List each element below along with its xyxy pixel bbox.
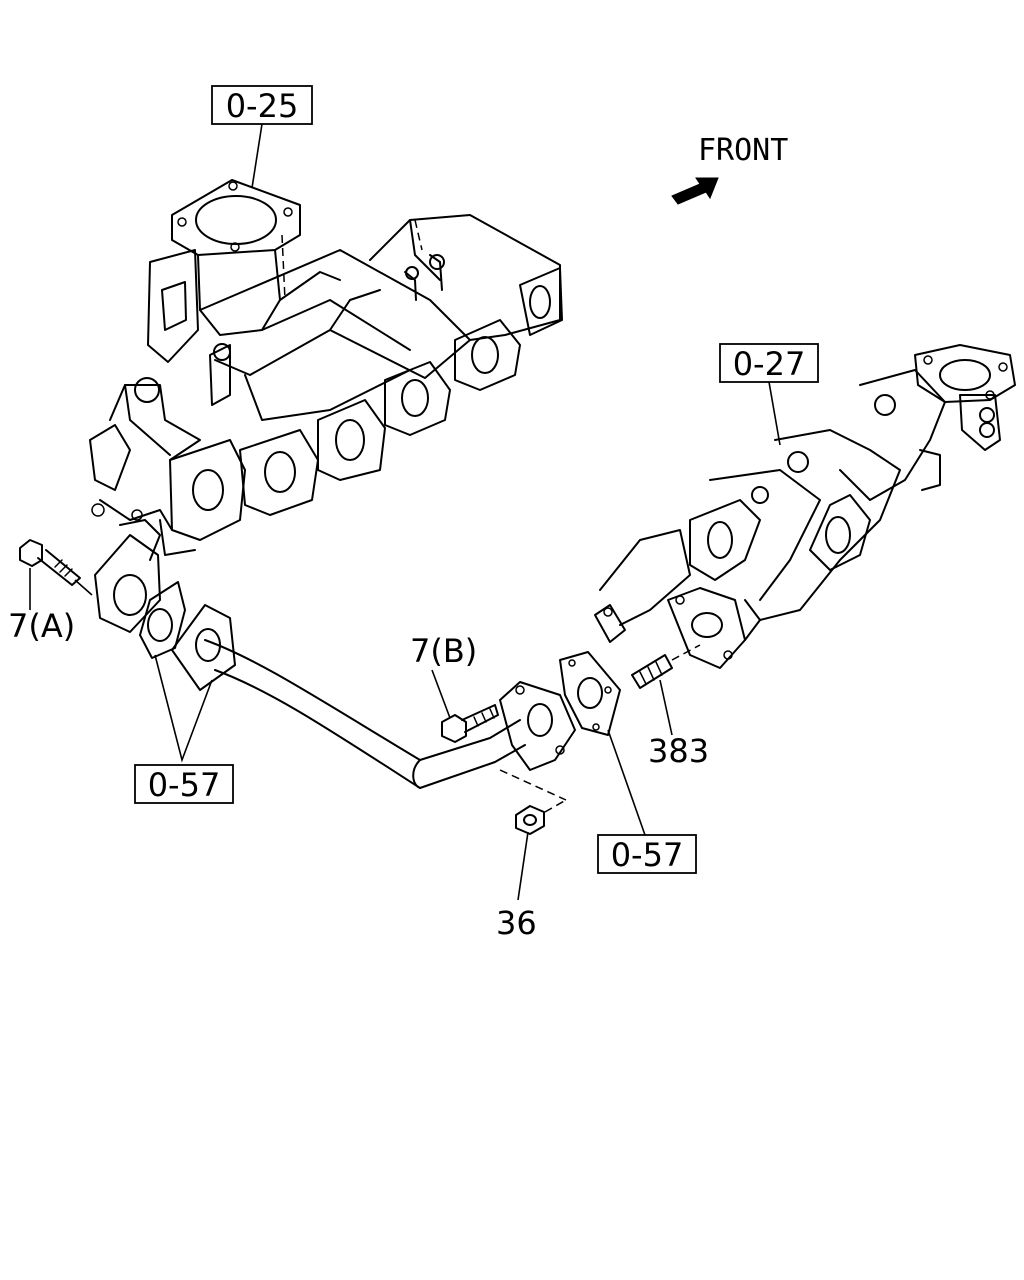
ref-box-intake <box>211 85 313 125</box>
ref-box-gasket-left <box>134 764 234 804</box>
ref-label-intake-manifold: 0-25 <box>226 87 299 125</box>
leader-stud-383 <box>659 679 673 736</box>
front-arrow-icon <box>671 177 719 205</box>
leader-bolt-7a <box>74 579 93 596</box>
gasket-left <box>139 581 186 659</box>
leader-bolt-7b <box>431 669 451 719</box>
stud-383 <box>631 644 701 689</box>
leader-gasket-left <box>154 654 213 763</box>
egr-flange <box>94 509 161 633</box>
bolt-7b <box>441 704 499 743</box>
label-bolt-7b: 7(B) <box>410 632 477 670</box>
nut-36 <box>499 769 567 835</box>
label-nut-36: 36 <box>496 904 537 942</box>
ref-label-exhaust-manifold: 0-27 <box>733 345 806 383</box>
leader-nut-36 <box>517 831 529 901</box>
ref-label-gasket-left: 0-57 <box>148 766 221 804</box>
leader-intake <box>251 123 263 189</box>
label-bolt-7a: 7(A) <box>8 607 75 645</box>
exhaust-manifold <box>594 344 1016 669</box>
ref-box-gasket-right <box>597 834 697 874</box>
ref-label-gasket-right: 0-57 <box>611 836 684 874</box>
leader-exhaust <box>768 381 781 446</box>
leader-gasket-right <box>607 729 646 836</box>
label-stud-383: 383 <box>648 732 709 770</box>
gasket-right <box>559 651 621 736</box>
egr-pipe <box>171 604 576 789</box>
front-label: FRONT <box>698 133 788 168</box>
intake-manifold <box>89 179 563 556</box>
bolt-7a <box>19 539 81 586</box>
